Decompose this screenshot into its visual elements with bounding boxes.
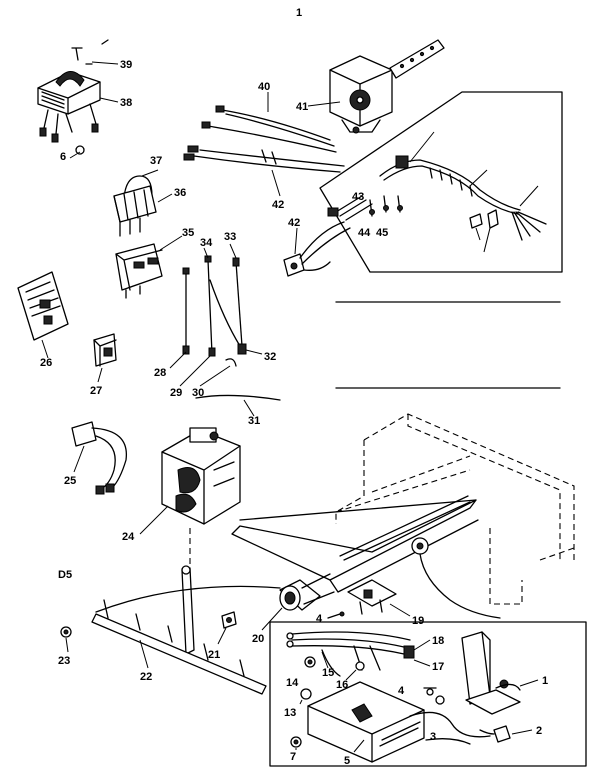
label-36: 42 <box>272 199 284 211</box>
label-22: 28 <box>154 367 166 379</box>
label-32: 38 <box>120 97 132 109</box>
part-14-motor <box>279 573 335 611</box>
label-3: 3 <box>430 731 436 743</box>
oven-chassis-dashed <box>335 413 575 605</box>
parts-22-28-probes <box>182 255 247 367</box>
part-4-screw-center <box>327 611 345 619</box>
part-25-rod <box>195 394 281 401</box>
part-16-manifold <box>91 565 267 695</box>
label-27: 33 <box>224 231 236 243</box>
label-33: 39 <box>120 59 132 71</box>
label-6-top: 6 <box>60 151 66 163</box>
part-44-45-clips <box>469 209 499 229</box>
part-2-connector <box>479 725 511 743</box>
label-21: 27 <box>90 385 102 397</box>
label-38: 43 <box>352 191 364 203</box>
part-6-nut-top <box>75 145 85 155</box>
label-15: 21 <box>208 649 220 661</box>
part-10-nut <box>355 661 365 671</box>
label-23: 29 <box>170 387 182 399</box>
part-37-switch <box>283 221 351 277</box>
part-32-block <box>37 71 101 143</box>
part-4-screw-detail <box>423 687 445 705</box>
part-21-component <box>93 333 117 367</box>
label-4-detail: 4 <box>398 685 405 697</box>
label-26: 32 <box>264 351 276 363</box>
label-18: 24 <box>122 531 135 543</box>
perforated-strap <box>389 39 445 79</box>
part-18-gas-valve <box>161 427 241 525</box>
label-7: 13 <box>284 707 296 719</box>
part-31-wire-loop <box>123 175 153 199</box>
part-20-circuit-board <box>17 271 69 341</box>
page-number: 1 <box>296 7 302 19</box>
part-42-harness <box>379 155 547 241</box>
label-5: 5 <box>344 755 350 767</box>
part-3-wire <box>409 711 491 745</box>
label-4-center: 4 <box>316 613 323 625</box>
part-7-washer <box>300 688 312 700</box>
label-37: 42 <box>288 217 300 229</box>
part-39-41-terminals <box>369 195 403 217</box>
label-25: 31 <box>248 415 260 427</box>
label-1: 1 <box>542 675 548 687</box>
part-38-connector <box>327 195 373 221</box>
burner-tube <box>231 495 501 619</box>
part-30-terminal-block <box>113 185 157 237</box>
label-11: 17 <box>432 661 444 673</box>
label-39: 44 <box>358 227 371 239</box>
part-29-relay <box>115 243 163 299</box>
part-5-control-box <box>307 681 425 763</box>
label-6-bottom: 7 <box>290 751 296 763</box>
part-35-bracket <box>329 55 393 134</box>
label-2: 2 <box>536 725 542 737</box>
part-15-fitting <box>221 611 237 629</box>
label-29: 35 <box>182 227 194 239</box>
label-40: 45 <box>376 227 388 239</box>
label-31: 37 <box>150 155 162 167</box>
section-code: D5 <box>58 569 72 581</box>
label-13: 19 <box>412 615 424 627</box>
label-17: 23 <box>58 655 70 667</box>
part-1-igniter <box>461 631 521 715</box>
part-8-screw <box>304 656 316 668</box>
part-6-nut-bottom <box>290 736 302 748</box>
part-34-wire <box>201 105 337 153</box>
part-17-nut <box>60 626 72 638</box>
label-19: 25 <box>64 475 76 487</box>
label-12: 18 <box>432 635 444 647</box>
part-labels: 39 38 6 40 41 42 43 42 44 45 37 36 35 34… <box>40 59 548 767</box>
label-8: 14 <box>286 677 299 689</box>
label-24: 30 <box>192 387 204 399</box>
label-16: 22 <box>140 671 152 683</box>
part-33-screw <box>71 39 109 65</box>
label-10: 16 <box>336 679 348 691</box>
label-9: 15 <box>322 667 334 679</box>
label-20: 26 <box>40 357 52 369</box>
label-14: 20 <box>252 633 264 645</box>
harness-callout-box <box>319 91 563 273</box>
link-line <box>95 585 281 613</box>
label-30: 36 <box>174 187 186 199</box>
part-9-wire <box>321 649 341 677</box>
label-35: 41 <box>296 101 308 113</box>
part-36-wire <box>183 145 345 173</box>
label-34: 40 <box>258 81 270 93</box>
part-13-bracket <box>347 579 397 615</box>
label-28: 34 <box>200 237 213 249</box>
part-19-thermocouple <box>71 421 127 495</box>
detail-callout-box <box>269 621 587 767</box>
part-12-wires <box>286 631 415 671</box>
